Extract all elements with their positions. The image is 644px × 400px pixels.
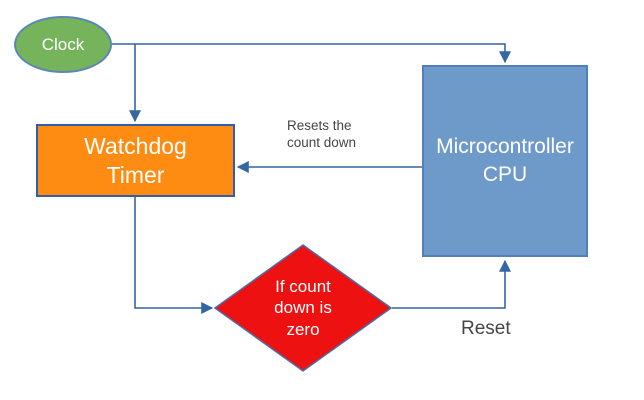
connector-watchdog-to-diamond: [134, 197, 214, 314]
node-clock: Clock: [14, 16, 112, 73]
node-watchdog-timer: Watchdog Timer: [36, 124, 235, 197]
node-watchdog-timer-label: Watchdog Timer: [84, 132, 187, 188]
connector-clock-to-cpu: [112, 43, 511, 64]
node-count-check-label: If count down is zero: [274, 277, 332, 339]
node-microcontroller-cpu: Microcontroller CPU: [422, 65, 588, 257]
node-clock-label: Clock: [41, 34, 85, 54]
node-microcontroller-cpu-label: Microcontroller CPU: [436, 135, 574, 186]
diamond-shape: [214, 244, 392, 372]
node-count-check: If count down is zero: [214, 244, 392, 372]
edge-label-reset: Reset: [461, 318, 511, 339]
edge-label-resets-count-down: Resets the count down: [287, 118, 357, 150]
connector-diamond-to-cpu: [392, 259, 511, 309]
